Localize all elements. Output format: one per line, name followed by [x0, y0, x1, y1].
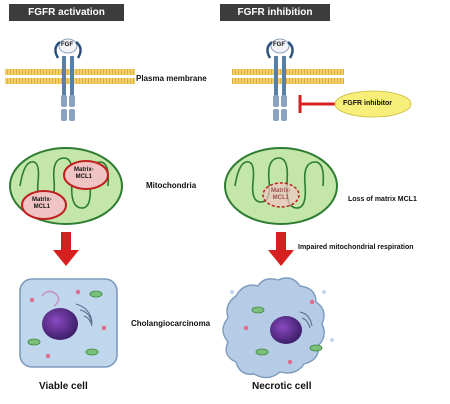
inhibition-bar	[298, 95, 336, 113]
fgfr-inhibitor-label: FGFR inhibitor	[343, 100, 392, 107]
plasma-membrane-right	[232, 69, 344, 84]
viable-cell	[19, 278, 118, 368]
matrix-mcl1-label-faded: Matrix- MCL1	[271, 188, 291, 201]
fgfr-inhibitor-ellipse	[334, 90, 412, 118]
header-fgfr-activation: FGFR activation	[9, 4, 124, 21]
arrow-down-left	[53, 232, 79, 266]
matrix-mcl1-label-bottom: Matrix- MCL1	[32, 197, 52, 210]
viable-cell-label: Viable cell	[39, 381, 88, 392]
mitochondrion-right	[224, 147, 338, 225]
fgfr-receptor-right	[266, 38, 294, 121]
necrotic-cell	[222, 277, 334, 379]
fgf-label-left: FGF	[61, 42, 73, 48]
arrow-down-right	[268, 232, 294, 266]
matrix-mcl1-label-top: Matrix- MCL1	[74, 167, 94, 180]
fgf-label-right: FGF	[273, 42, 285, 48]
cholangiocarcinoma-label: Cholangiocarcinoma	[131, 319, 211, 328]
impaired-respiration-label: Impaired mitochondrial respiration	[298, 244, 414, 251]
necrotic-cell-label: Necrotic cell	[252, 381, 312, 392]
mitochondrion-left	[9, 147, 123, 225]
mitochondria-label: Mitochondria	[146, 181, 197, 190]
header-fgfr-inhibition: FGFR inhibition	[220, 4, 330, 21]
fgfr-receptor-left	[54, 38, 82, 121]
plasma-membrane-label: Plasma membrane	[136, 74, 207, 83]
loss-of-matrix-mcl1-label: Loss of matrix MCL1	[348, 196, 417, 203]
